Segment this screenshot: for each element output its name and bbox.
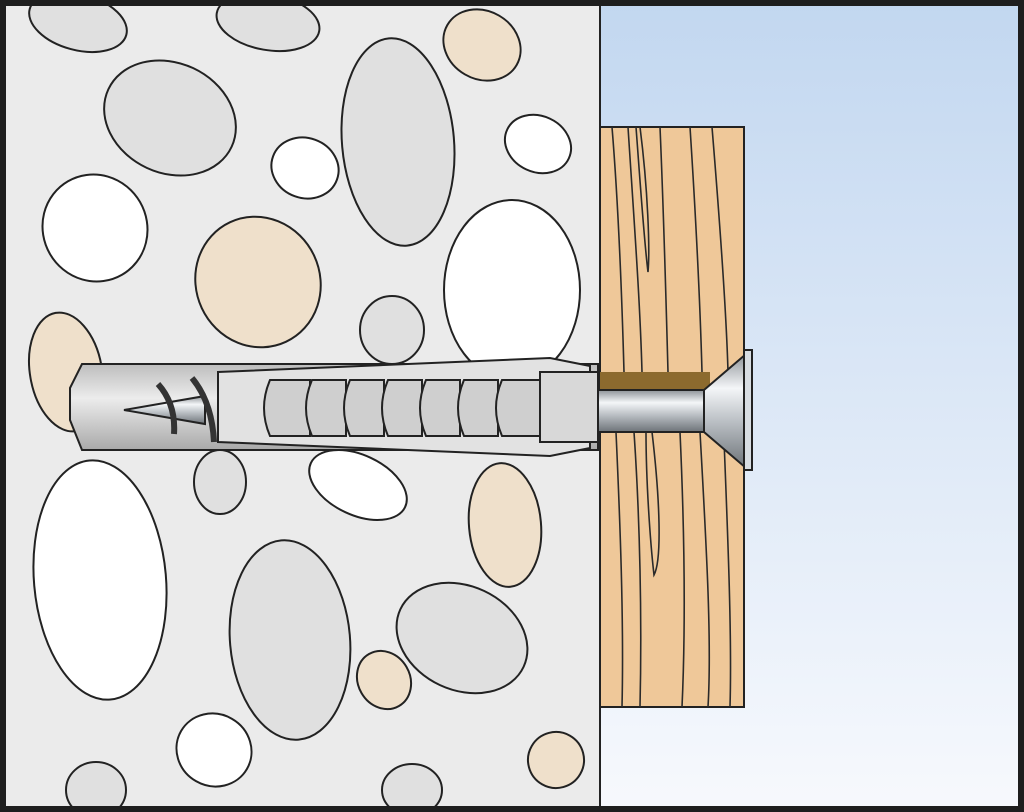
stone — [308, 449, 408, 521]
stone — [442, 8, 522, 82]
stone — [32, 459, 168, 701]
stone — [228, 539, 352, 741]
stone — [395, 581, 529, 695]
stone — [503, 113, 573, 175]
stone — [193, 449, 247, 515]
stone — [443, 199, 581, 381]
stone — [194, 215, 322, 349]
stone — [28, 0, 128, 53]
stone — [527, 731, 585, 789]
stone — [381, 763, 443, 812]
stone — [215, 0, 321, 53]
stone — [41, 173, 149, 283]
stone — [65, 761, 127, 812]
stone — [359, 295, 425, 365]
stone — [467, 462, 543, 588]
screw — [123, 349, 753, 471]
stone — [270, 136, 340, 200]
wall-plug — [69, 356, 599, 458]
stone — [355, 649, 413, 711]
aggregate-stones — [28, 0, 585, 812]
stone — [175, 712, 253, 788]
stone — [340, 37, 456, 247]
stone — [103, 59, 237, 177]
